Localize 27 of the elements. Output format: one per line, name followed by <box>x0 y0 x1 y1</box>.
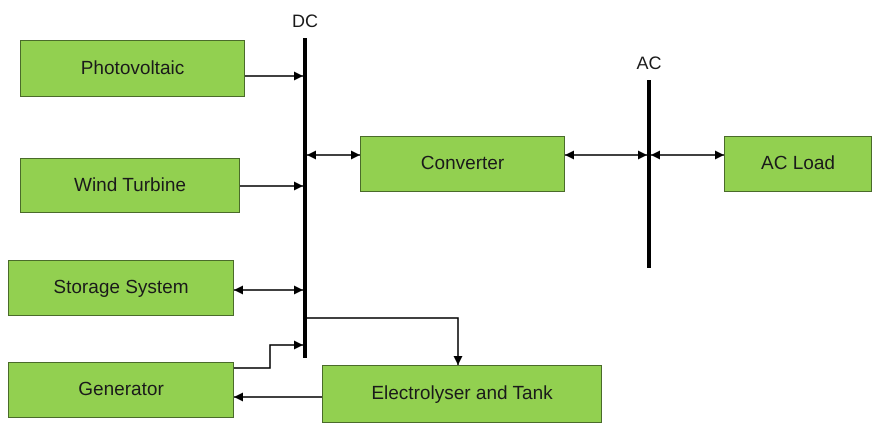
arrow <box>240 182 303 190</box>
bus-label: DC <box>292 10 318 33</box>
process-box <box>8 362 234 418</box>
arrow <box>234 286 303 294</box>
bus-label: AC <box>636 52 662 75</box>
arrow <box>307 150 360 160</box>
process-box <box>724 136 872 192</box>
arrow <box>245 72 303 80</box>
process-box <box>20 158 240 213</box>
box-label: Photovoltaic <box>80 56 184 80</box>
arrow <box>307 317 462 365</box>
process-box <box>8 260 234 316</box>
process-box <box>360 136 565 192</box>
bus-bar <box>647 80 651 268</box>
box-label: AC Load <box>761 152 835 176</box>
arrow <box>565 150 647 160</box>
box-label: Converter <box>420 152 504 176</box>
bus-bar <box>303 38 307 358</box>
box-label: Electrolyser and Tank <box>371 382 553 406</box>
process-box <box>322 365 602 423</box>
arrow <box>234 392 322 402</box>
box-label: Storage System <box>53 276 189 300</box>
box-label: Wind Turbine <box>74 174 186 198</box>
arrow <box>651 150 724 160</box>
box-label: Generator <box>78 378 164 402</box>
arrow <box>234 340 303 369</box>
process-box <box>20 40 245 97</box>
